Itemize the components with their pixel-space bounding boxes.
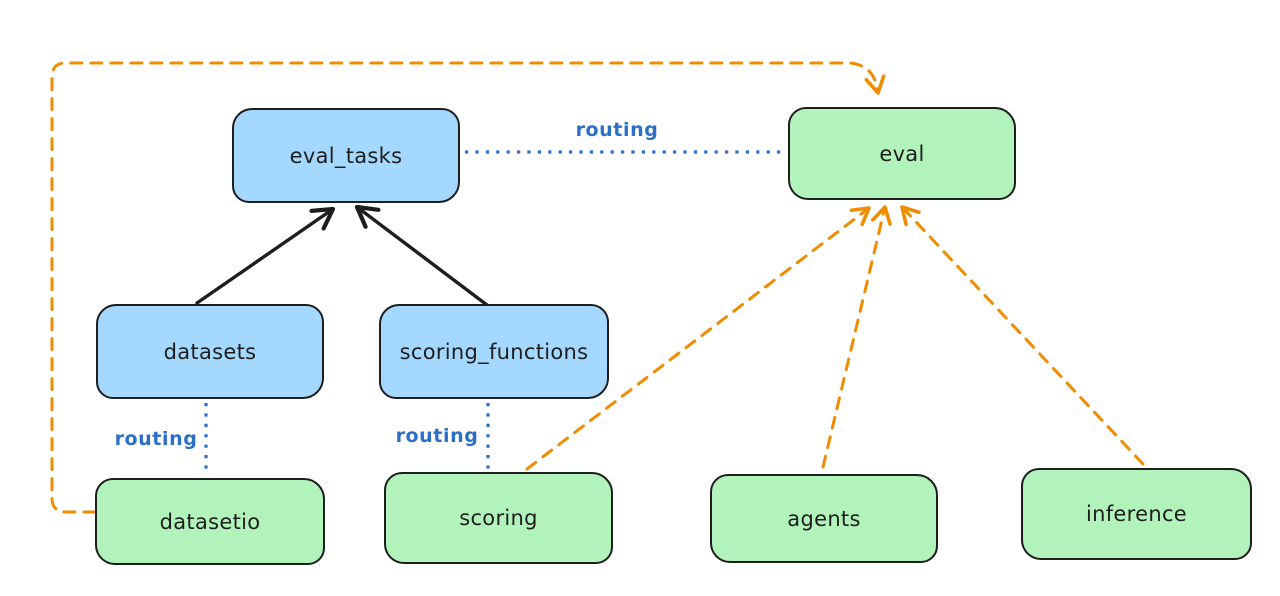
edge-scoring-functions-to-eval-tasks: [354, 204, 489, 307]
node-datasetio: datasetio: [95, 478, 325, 565]
node-scoring-label: scoring: [459, 506, 538, 530]
edge-inference-to-eval: [900, 205, 1145, 466]
node-scoring-functions-label: scoring_functions: [399, 339, 589, 364]
node-scoring: scoring: [384, 472, 613, 564]
node-datasets: datasets: [96, 304, 324, 399]
node-scoring-functions: scoring_functions: [379, 304, 609, 399]
node-agents-label: agents: [787, 506, 861, 531]
node-datasetio-label: datasetio: [159, 509, 261, 534]
routing-label-datasets-datasetio: routing: [114, 428, 198, 450]
node-eval-tasks-label: eval_tasks: [289, 143, 403, 168]
node-eval: eval: [788, 107, 1016, 200]
node-agents: agents: [710, 474, 938, 563]
node-inference-label: inference: [1085, 502, 1188, 526]
node-inference: inference: [1021, 468, 1252, 560]
node-eval-label: eval: [879, 141, 925, 166]
edge-datasets-to-eval-tasks: [195, 206, 336, 305]
routing-label-scoring-functions-scoring: routing: [395, 425, 479, 447]
node-eval-tasks: eval_tasks: [232, 108, 460, 203]
edge-scoring-to-eval: [525, 206, 871, 471]
edge-datasetio-to-eval: [50, 61, 886, 514]
routing-label-eval-tasks-eval: routing: [575, 119, 659, 141]
node-datasets-label: datasets: [163, 339, 257, 364]
edge-agents-to-eval: [821, 205, 892, 469]
